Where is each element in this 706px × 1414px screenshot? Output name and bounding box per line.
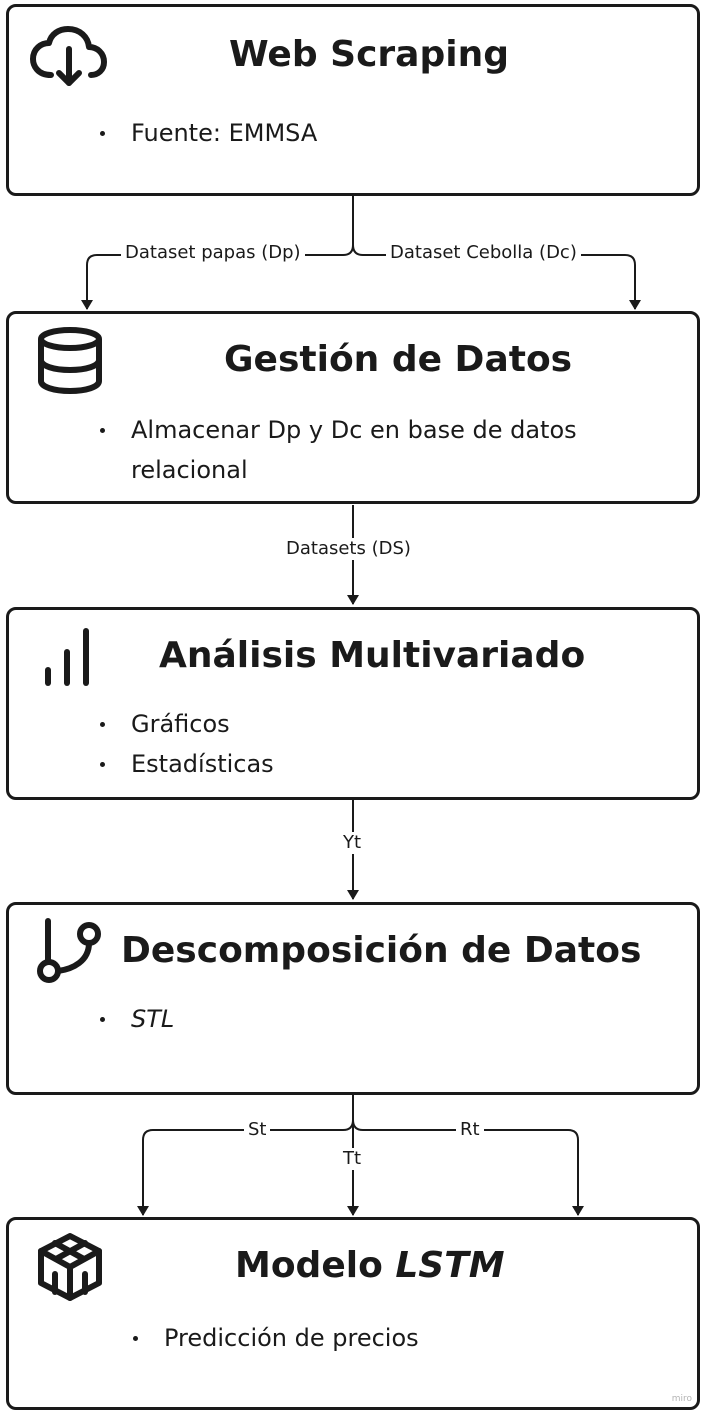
edge-label-yt: Yt	[339, 832, 366, 854]
gestion-datos-bullets: Almacenar Dp y Dc en base de datos relac…	[100, 410, 640, 490]
modelo-title-prefix: Modelo	[235, 1245, 396, 1286]
analisis-multivariado-title: Análisis Multivariado	[159, 635, 586, 676]
model-cube-icon	[38, 1233, 102, 1301]
edge-label-tt: Tt	[339, 1148, 366, 1170]
analisis-multivariado-box[interactable]: Análisis Multivariado Gráficos Estadísti…	[6, 607, 700, 800]
modelo-lstm-box[interactable]: Modelo LSTM Predicción de precios	[6, 1217, 700, 1410]
edge-label-dataset-cebolla: Dataset Cebolla (Dc)	[386, 242, 581, 264]
gestion-datos-box[interactable]: Gestión de Datos Almacenar Dp y Dc en ba…	[6, 311, 700, 504]
miro-watermark: miro	[671, 1394, 692, 1404]
list-item: STL	[100, 999, 640, 1039]
modelo-title-emph: LSTM	[395, 1245, 505, 1286]
modelo-lstm-bullets: Predicción de precios	[133, 1318, 653, 1358]
descomposicion-datos-title: Descomposición de Datos	[121, 930, 642, 971]
cloud-download-icon	[30, 26, 107, 86]
list-item: Almacenar Dp y Dc en base de datos relac…	[100, 410, 640, 490]
bar-chart-icon	[45, 628, 89, 686]
edge-label-dataset-papas: Dataset papas (Dp)	[121, 242, 305, 264]
edge-label-datasets: Datasets (DS)	[282, 538, 415, 560]
gestion-datos-title: Gestión de Datos	[224, 339, 573, 380]
git-branch-icon	[37, 918, 101, 983]
database-icon	[38, 327, 102, 394]
edge-label-rt: Rt	[456, 1119, 484, 1141]
web-scraping-box[interactable]: Web Scraping Fuente: EMMSA	[6, 4, 700, 196]
analisis-multivariado-bullets: Gráficos Estadísticas	[100, 704, 640, 784]
list-item: Gráficos	[100, 704, 640, 744]
descomposicion-datos-box[interactable]: Descomposición de Datos STL	[6, 902, 700, 1095]
web-scraping-title: Web Scraping	[229, 34, 509, 75]
edge-label-st: St	[244, 1119, 271, 1141]
list-item: Predicción de precios	[133, 1318, 653, 1358]
modelo-lstm-title: Modelo LSTM	[235, 1248, 505, 1284]
edge-st	[137, 1095, 354, 1216]
list-item: Fuente: EMMSA	[100, 113, 660, 153]
descomposicion-datos-bullets: STL	[100, 999, 640, 1039]
list-item: Estadísticas	[100, 744, 640, 784]
web-scraping-bullets: Fuente: EMMSA	[100, 113, 660, 153]
edge-rt	[352, 1095, 584, 1216]
